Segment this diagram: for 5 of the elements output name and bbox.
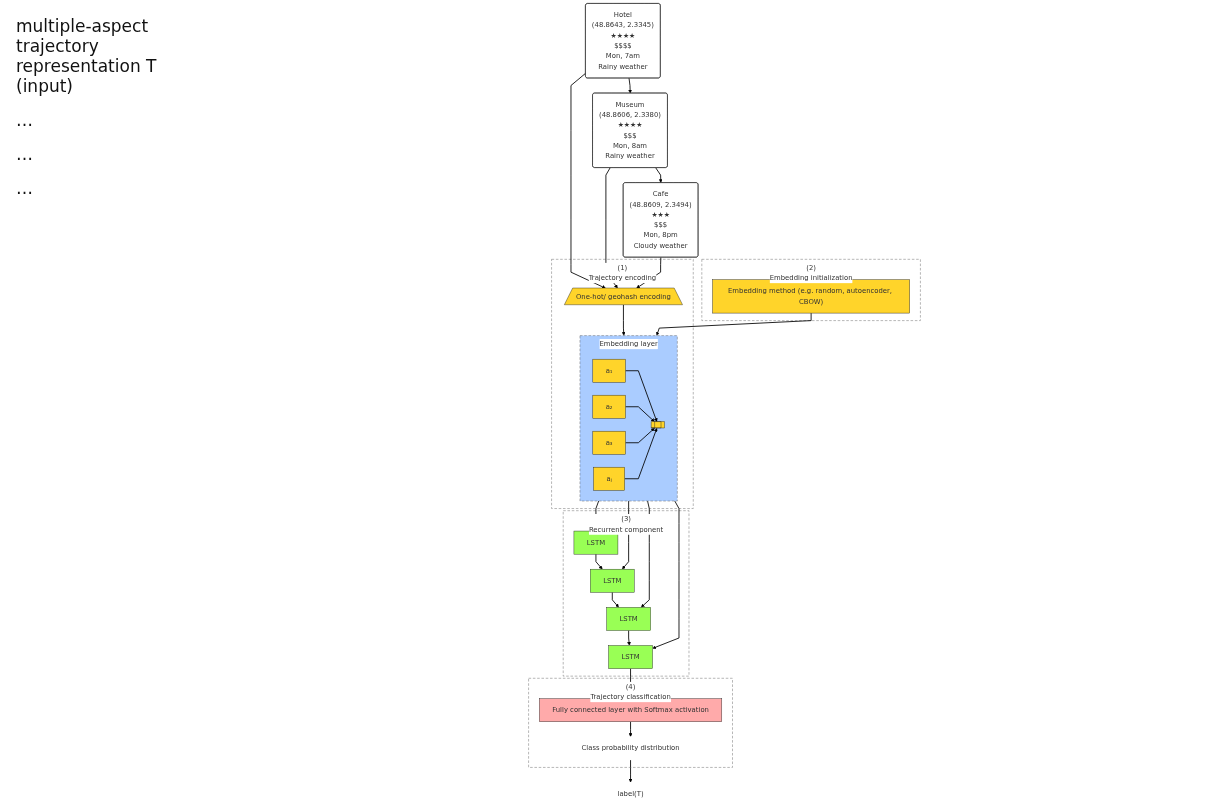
note-text: … (16, 110, 34, 130)
node-bar (650, 421, 665, 429)
note-text: … (16, 144, 34, 164)
note-text: multiple-aspect trajectory representation T (input) (16, 16, 158, 96)
note-text: … (16, 178, 34, 198)
